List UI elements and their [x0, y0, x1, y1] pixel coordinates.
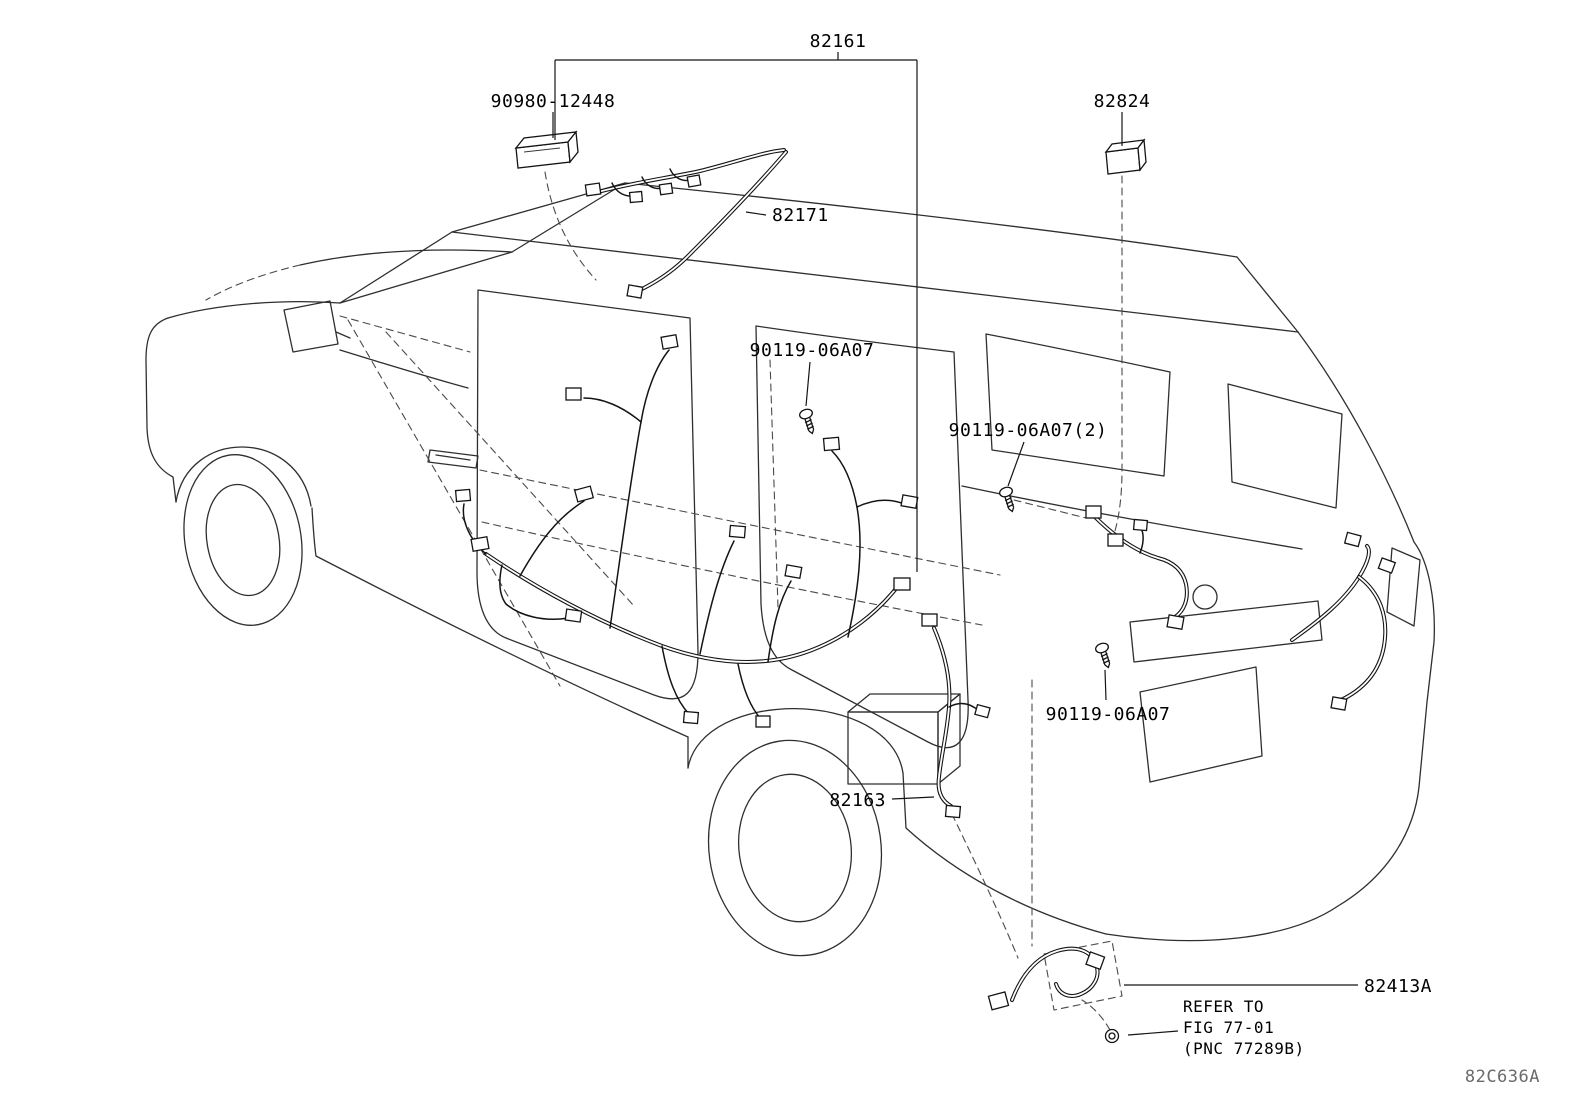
wire-connector: [784, 564, 803, 580]
wire-connector: [1166, 614, 1185, 631]
wire-connector: [454, 488, 472, 503]
wire-connector: [893, 577, 911, 591]
label-82163: 82163: [829, 790, 886, 811]
wire-connector: [755, 715, 771, 728]
leader-line: [805, 361, 811, 407]
wire-connector: [1330, 696, 1348, 711]
rear-wheel: [707, 739, 883, 957]
label-90119-06A07-front: 90119-06A07: [750, 340, 875, 361]
wire-connector: [584, 182, 602, 197]
bolt-icon: [797, 407, 820, 437]
label-90119-06A07-rear: 90119-06A07: [1046, 704, 1171, 725]
wire-connector: [822, 436, 841, 452]
clamp-connector-icon: [514, 130, 579, 169]
wire-connector: [1085, 505, 1102, 519]
floor-wire-harness: [454, 333, 919, 728]
label-90980-12448: 90980-12448: [491, 91, 616, 112]
wire-connector: [658, 182, 674, 196]
note-pnc: (PNC 77289B): [1183, 1039, 1305, 1058]
wire-connector: [628, 190, 644, 204]
label-82413A: 82413A: [1364, 976, 1432, 997]
note-refer-to: REFER TO: [1183, 997, 1264, 1016]
bolt-icon: [997, 485, 1020, 515]
wire-connector: [921, 613, 938, 627]
wire-connector: [682, 710, 700, 725]
front-wheel: [183, 454, 303, 626]
note-fig: FIG 77-01: [1183, 1018, 1274, 1037]
label-82171: 82171: [772, 205, 829, 226]
leader-line: [891, 796, 935, 800]
figure-code: 82C636A: [1465, 1067, 1540, 1087]
floor-wire-harness-no3: [921, 613, 991, 819]
wire-connector: [470, 535, 490, 553]
wire-connector: [1132, 518, 1149, 532]
wire-connector: [565, 387, 582, 401]
back-door-wire-detail: [987, 946, 1106, 1011]
label-82824: 82824: [1094, 91, 1151, 112]
label-82161: 82161: [810, 31, 867, 52]
wire-connector: [987, 991, 1010, 1011]
wire-connector: [564, 608, 583, 623]
quarter-wire-harness: [1085, 505, 1189, 631]
wire-connector: [686, 174, 702, 188]
vehicle-outline: [145, 182, 1435, 942]
wire-connector: [1085, 951, 1106, 971]
hidden-lines: [205, 171, 1123, 1031]
part-labels: 82161 90980-12448 82824 82171 90119-06A0…: [491, 31, 1540, 1087]
leader-line: [745, 211, 767, 216]
wire-connector: [626, 284, 644, 299]
wire-connector: [944, 804, 962, 819]
tailgate-wire-harness: [1290, 531, 1397, 711]
wire-connector: [974, 703, 991, 719]
leader-line: [1104, 669, 1107, 701]
nut-icon: [1104, 1028, 1120, 1044]
label-90119-06A07-quarter: 90119-06A07(2): [949, 420, 1108, 441]
bolt-icon: [1093, 641, 1116, 671]
wire-connector: [573, 485, 595, 503]
leader-line: [554, 52, 918, 572]
connector-82824-icon: [1104, 138, 1147, 175]
leader-line: [1127, 1030, 1179, 1036]
wire-connector: [900, 494, 919, 510]
wire-connector: [1377, 557, 1397, 574]
wire-connector: [728, 524, 747, 539]
callout-lines: [552, 52, 1358, 1036]
leader-line: [1007, 441, 1025, 487]
wire-connector: [1107, 533, 1124, 547]
wire-connector: [660, 333, 679, 350]
bolt-icons: [797, 407, 1116, 671]
wire-connector: [1343, 531, 1362, 548]
roof-wire-harness: [584, 148, 788, 299]
